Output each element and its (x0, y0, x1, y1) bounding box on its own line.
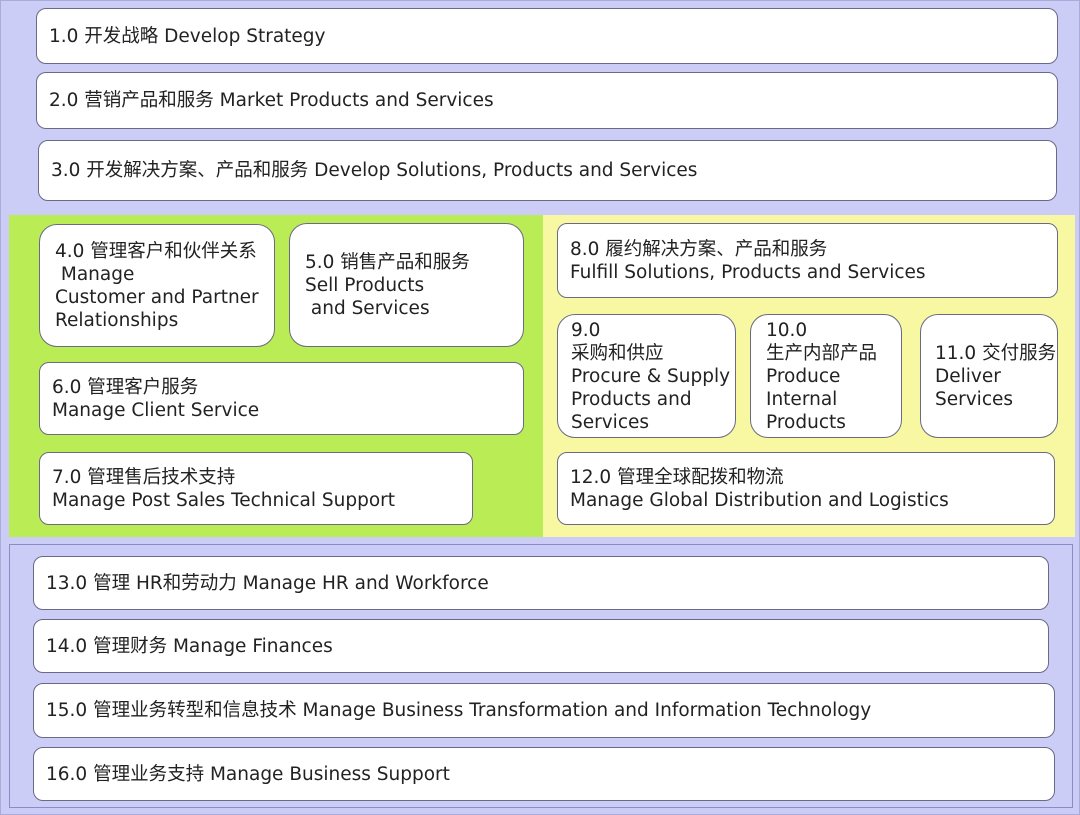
process-4-box: 4.0 管理客户和伙伴关系 Manage Customer and Partne… (39, 224, 275, 347)
process-15-box: 15.0 管理业务转型和信息技术 Manage Business Transfo… (33, 683, 1055, 738)
process-11-line-2: Deliver (935, 365, 1001, 387)
process-9-box: 9.0 采购和供应 Procure & Supply Products and … (557, 314, 736, 438)
process-8-line-2: Fulfill Solutions, Products and Services (570, 261, 926, 283)
process-8-box: 8.0 履约解决方案、产品和服务 Fulfill Solutions, Prod… (557, 223, 1058, 298)
process-12-line-2: Manage Global Distribution and Logistics (570, 489, 949, 511)
process-5-line-3: and Services (305, 297, 430, 319)
process-10-line-1: 10.0 (766, 319, 808, 341)
process-7-line-2: Manage Post Sales Technical Support (52, 489, 396, 511)
process-1-label: 1.0 开发战略 Develop Strategy (49, 25, 326, 47)
process-12-box: 12.0 管理全球配拨和物流 Manage Global Distributio… (557, 452, 1055, 525)
process-9-line-5: Services (571, 411, 650, 433)
process-5-line-1: 5.0 销售产品和服务 (305, 251, 470, 273)
process-6-box: 6.0 管理客户服务 Manage Client Service (39, 362, 524, 435)
process-9-line-4: Products and (571, 388, 692, 410)
process-3-box: 3.0 开发解决方案、产品和服务 Develop Solutions, Prod… (38, 140, 1057, 201)
process-4-line-3: Customer and Partner (55, 286, 259, 308)
process-12-line-1: 12.0 管理全球配拨和物流 (570, 466, 784, 488)
process-10-box: 10.0 生产内部产品 Produce Internal Products (750, 314, 902, 438)
process-10-line-2: 生产内部产品 (766, 342, 878, 364)
support-panel (9, 544, 1073, 808)
process-14-label: 14.0 管理财务 Manage Finances (46, 635, 333, 657)
process-3-label: 3.0 开发解决方案、产品和服务 Develop Solutions, Prod… (51, 160, 698, 181)
process-8-line-1: 8.0 履约解决方案、产品和服务 (570, 238, 828, 260)
process-4-line-1: 4.0 管理客户和伙伴关系 (55, 240, 257, 262)
process-9-line-2: 采购和供应 (571, 342, 664, 364)
process-10-line-5: Products (766, 411, 846, 433)
process-6-line-2: Manage Client Service (52, 399, 260, 421)
process-7-line-1: 7.0 管理售后技术支持 (52, 466, 236, 488)
process-10-line-4: Internal (766, 388, 838, 410)
process-11-box: 11.0 交付服务 Deliver Services (920, 314, 1058, 438)
process-10-line-3: Produce (766, 365, 841, 387)
process-9-line-1: 9.0 (571, 319, 601, 341)
process-1-box: 1.0 开发战略 Develop Strategy (36, 8, 1058, 64)
process-2-label: 2.0 营销产品和服务 Market Products and Services (49, 90, 494, 111)
process-11-line-1: 11.0 交付服务 (935, 342, 1057, 364)
process-16-label: 16.0 管理业务支持 Manage Business Support (46, 763, 450, 785)
process-2-box: 2.0 营销产品和服务 Market Products and Services (36, 72, 1058, 129)
process-11-line-3: Services (935, 388, 1014, 410)
process-7-box: 7.0 管理售后技术支持 Manage Post Sales Technical… (39, 452, 473, 525)
process-4-line-4: Relationships (55, 309, 179, 331)
process-5-line-2: Sell Products (305, 274, 425, 296)
process-9-line-3: Procure & Supply (571, 365, 731, 387)
process-14-box: 14.0 管理财务 Manage Finances (33, 619, 1049, 673)
process-6-line-1: 6.0 管理客户服务 (52, 376, 199, 398)
process-13-label: 13.0 管理 HR和劳动力 Manage HR and Workforce (46, 572, 489, 594)
process-16-box: 16.0 管理业务支持 Manage Business Support (33, 747, 1055, 801)
process-15-label: 15.0 管理业务转型和信息技术 Manage Business Transfo… (46, 700, 872, 721)
process-13-box: 13.0 管理 HR和劳动力 Manage HR and Workforce (33, 556, 1049, 610)
process-4-line-2: Manage (55, 263, 135, 285)
process-5-box: 5.0 销售产品和服务 Sell Products and Services (289, 223, 524, 347)
